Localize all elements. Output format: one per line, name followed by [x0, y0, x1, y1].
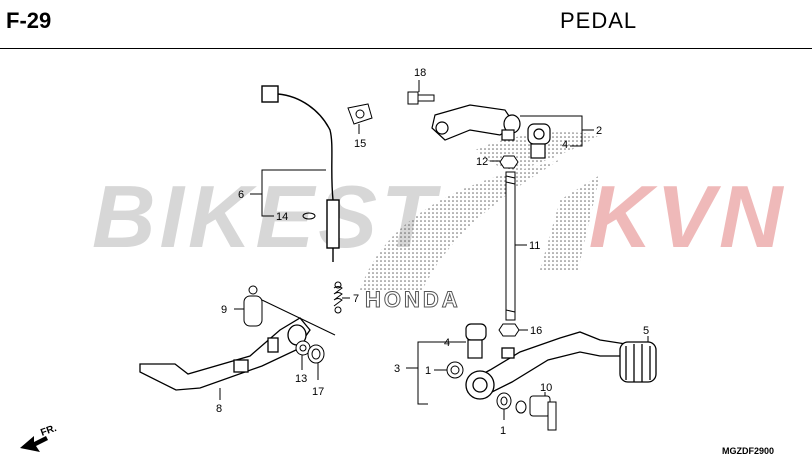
gearshift-pedal-5	[465, 331, 657, 400]
bushing-1-left	[446, 361, 464, 379]
o-ring-14	[302, 212, 316, 220]
shift-arm-2	[431, 104, 521, 141]
callout-17: 17	[312, 386, 324, 398]
bracket-3	[417, 341, 466, 405]
callout-13: 13	[295, 373, 307, 385]
callout-9: 9	[221, 304, 227, 316]
figure-code: MGZDF2900	[722, 446, 775, 456]
callout-18: 18	[414, 67, 426, 79]
callout-12: 12	[476, 156, 488, 168]
shift-rod-11	[505, 171, 516, 321]
callout-5: 5	[643, 325, 649, 337]
callout-10: 10	[540, 382, 552, 394]
callout-3: 3	[394, 363, 400, 375]
pivot-bolt-10	[515, 395, 557, 431]
callout-2: 2	[596, 125, 602, 137]
brake-pedal-8	[139, 317, 311, 391]
callout-14: 14	[276, 211, 288, 223]
callout-15: 15	[354, 138, 366, 150]
callout-1-bottom: 1	[500, 425, 506, 437]
callout-4-bottom: 4	[444, 337, 450, 349]
header-divider	[0, 48, 812, 49]
clip-15	[347, 103, 373, 125]
callout-16: 16	[530, 325, 542, 337]
ball-joint-4-top	[527, 123, 551, 159]
callout-11: 11	[529, 240, 540, 252]
figure-code-header: F-29	[6, 8, 52, 33]
clip-17	[307, 344, 325, 364]
callout-7: 7	[353, 293, 359, 305]
spring-7	[333, 281, 343, 314]
nut-16	[498, 323, 520, 337]
bracket-6	[261, 169, 326, 217]
callout-1-left: 1	[425, 365, 431, 377]
callout-8: 8	[216, 403, 222, 415]
spring-9	[243, 285, 263, 327]
nut-12	[499, 155, 519, 169]
bushing-1-bottom	[496, 392, 512, 410]
front-direction-arrow-icon: FR.	[20, 423, 58, 452]
callout-6: 6	[238, 189, 244, 201]
stop-switch-6	[261, 85, 340, 262]
ball-joint-4-bottom	[465, 323, 487, 359]
honda-logo-text: HONDA	[365, 287, 461, 312]
front-arrow-label: FR.	[39, 423, 58, 439]
bolt-18	[407, 91, 435, 105]
bracket-2	[520, 115, 583, 147]
page-title: PEDAL	[560, 8, 638, 33]
callout-4-top: 4	[562, 139, 568, 151]
washer-13	[295, 340, 311, 356]
watermark-red-text: KVN	[588, 167, 787, 266]
